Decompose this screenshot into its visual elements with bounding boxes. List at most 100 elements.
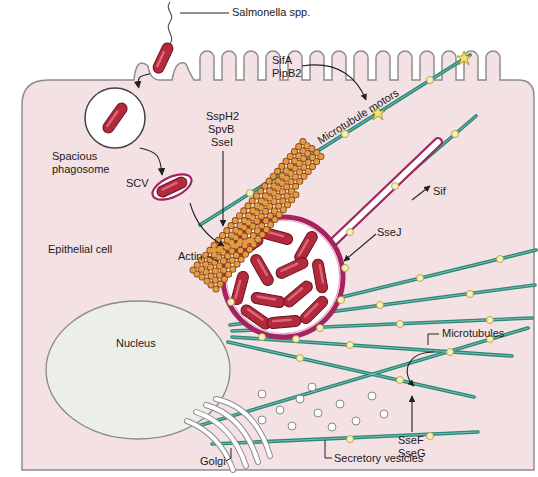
bacterium bbox=[312, 258, 329, 293]
secretory-vesicles bbox=[258, 383, 388, 431]
microtubule-highlight bbox=[330, 250, 536, 300]
node-label: Epithelial cell bbox=[48, 243, 112, 256]
bacterium bbox=[281, 279, 314, 309]
structure-label: Microtubules bbox=[442, 327, 504, 340]
motor-vesicle bbox=[342, 265, 349, 272]
sif-tubule bbox=[325, 142, 438, 250]
bacterium bbox=[274, 256, 309, 280]
microtubule-highlight bbox=[198, 328, 528, 426]
microtubule-highlight bbox=[228, 342, 474, 397]
microtubule bbox=[198, 328, 528, 426]
microtubule bbox=[318, 116, 476, 252]
pointer-arrow bbox=[190, 203, 224, 246]
motor-vesicle bbox=[297, 159, 304, 166]
secretory-vesicle bbox=[352, 417, 360, 425]
structure-label: Golgi bbox=[200, 455, 226, 468]
bacterium bbox=[258, 226, 294, 245]
secretory-vesicle bbox=[328, 423, 336, 431]
actin-bead bbox=[207, 149, 320, 281]
bacterium bbox=[298, 294, 330, 326]
motor-vesicle bbox=[427, 77, 434, 84]
leader-line bbox=[325, 440, 332, 458]
leader-line bbox=[207, 256, 219, 262]
motor-vesicle bbox=[347, 436, 354, 443]
secretory-vesicle bbox=[258, 416, 266, 424]
cell-membrane bbox=[22, 51, 534, 470]
motor-vesicle bbox=[427, 433, 434, 440]
bacterium bbox=[267, 315, 302, 329]
motor-vesicle bbox=[247, 190, 254, 197]
microtubule-motors bbox=[371, 51, 471, 120]
microtubule bbox=[200, 55, 470, 225]
phagosome: Spacious phagosome bbox=[85, 88, 145, 148]
epithelial-cell: Epithelial cellSpacious phagosomeSCVNucl… bbox=[18, 45, 536, 473]
node-outline bbox=[85, 88, 145, 148]
microtubule-highlight bbox=[232, 337, 512, 356]
secretory-vesicle bbox=[276, 406, 284, 414]
bacterium bbox=[230, 270, 249, 306]
bacterium-node: Salmonella spp. bbox=[150, 35, 178, 77]
effector-label: PipB2 bbox=[272, 67, 301, 80]
microtubule bbox=[212, 432, 478, 444]
pointer-arrow bbox=[407, 352, 434, 386]
motor-protein bbox=[457, 51, 471, 65]
pointer-arrow bbox=[302, 65, 366, 100]
golgi-cisterna bbox=[206, 405, 258, 462]
motor-vesicle bbox=[487, 317, 494, 324]
actin-filament bbox=[197, 142, 310, 274]
pointer-lines bbox=[180, 13, 439, 461]
effector-label: SifA bbox=[272, 54, 292, 67]
bacterium bbox=[155, 175, 189, 198]
pointer-arrow bbox=[412, 186, 430, 200]
vacuole-membrane bbox=[223, 217, 343, 337]
leader-line bbox=[226, 448, 231, 461]
motor-vesicle bbox=[497, 256, 504, 263]
actin-filament bbox=[207, 149, 320, 281]
motor-vesicle bbox=[347, 342, 354, 349]
effector-label: SseF bbox=[398, 434, 424, 447]
scv-membrane bbox=[149, 169, 196, 205]
flow-arrow bbox=[138, 74, 150, 88]
motor-vesicle bbox=[317, 325, 324, 332]
bacterium-highlight bbox=[106, 110, 120, 128]
node-label: SCV bbox=[126, 177, 149, 190]
actin-bead bbox=[202, 145, 315, 277]
structure-label: Actin bbox=[178, 250, 202, 263]
bacterium-body bbox=[155, 175, 189, 198]
bacterium-highlight bbox=[156, 50, 166, 67]
golgi-cisterna bbox=[187, 421, 233, 470]
actin-bead bbox=[197, 142, 310, 274]
bacterium-highlight bbox=[161, 181, 178, 191]
actin-filament bbox=[211, 153, 324, 285]
motor-vesicles bbox=[228, 77, 504, 443]
node-outline bbox=[150, 35, 178, 77]
motor-vesicle bbox=[417, 275, 424, 282]
structure-label: Sif bbox=[433, 185, 446, 198]
actin-filament bbox=[193, 138, 306, 270]
microtubule-highlight bbox=[230, 285, 535, 325]
effector-label: SpvB bbox=[208, 123, 234, 136]
bracket-line bbox=[428, 334, 439, 345]
replicative-vacuole bbox=[223, 217, 343, 337]
actin-filament bbox=[214, 238, 262, 250]
effector-label: SspH2 bbox=[206, 110, 239, 123]
pointer-arrow bbox=[411, 396, 412, 432]
bacterium-body bbox=[101, 101, 130, 135]
flow-arrow bbox=[140, 148, 162, 175]
secretory-vesicle bbox=[258, 390, 266, 398]
motor-vesicle bbox=[338, 297, 345, 304]
motor-vesicle bbox=[452, 131, 459, 138]
microtubule-highlight bbox=[318, 116, 476, 252]
bacterium bbox=[249, 253, 276, 288]
vacuole-inner-membrane bbox=[227, 221, 340, 334]
secretory-vesicle bbox=[308, 383, 316, 391]
secretory-vesicle bbox=[314, 409, 322, 417]
bacterium-body bbox=[151, 41, 174, 75]
golgi-lumen bbox=[187, 421, 233, 470]
actin-bead bbox=[211, 153, 324, 285]
golgi-stack bbox=[187, 399, 270, 470]
sif-membrane bbox=[325, 142, 438, 250]
structure-label: Microtubule motors bbox=[315, 86, 401, 147]
golgi-lumen bbox=[216, 399, 270, 456]
